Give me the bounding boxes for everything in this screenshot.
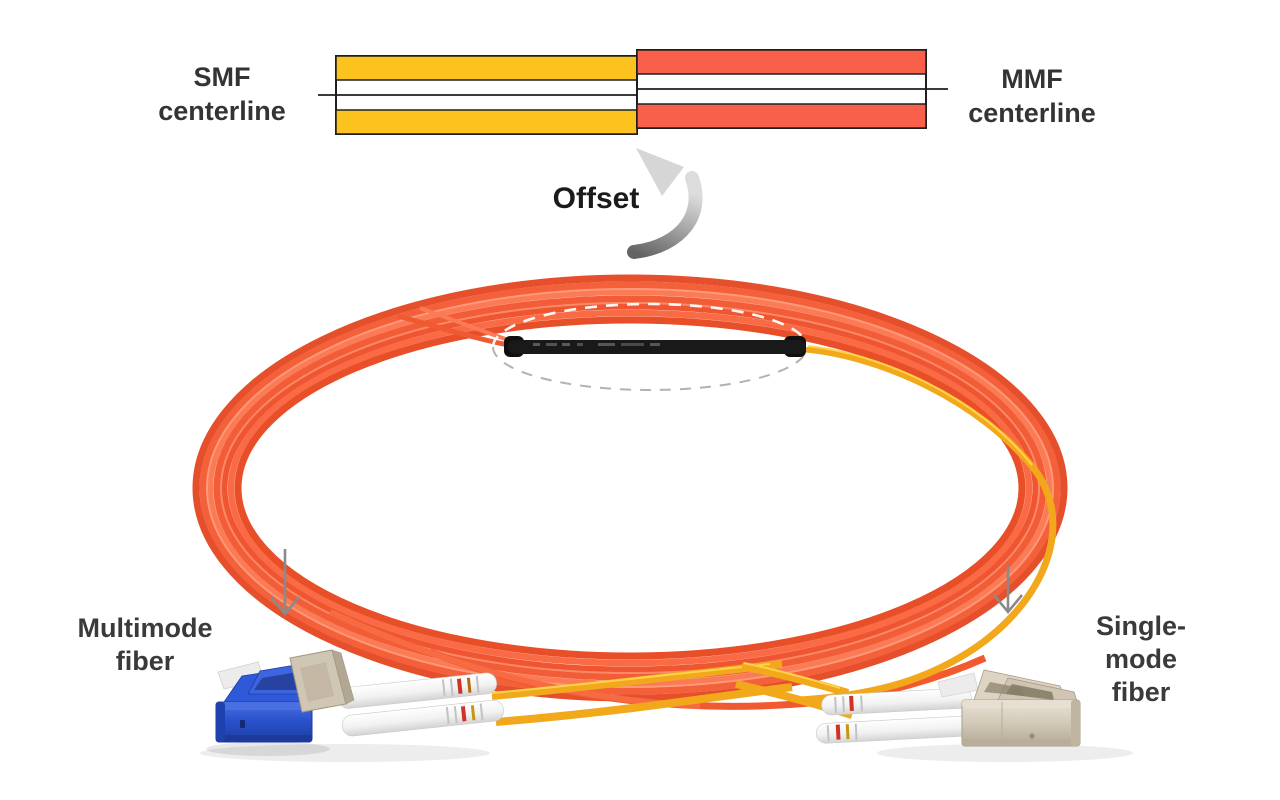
singlemode-fiber-strand (799, 345, 1057, 704)
connector-shadow (200, 744, 490, 762)
multimode-lc-connector (200, 649, 793, 762)
mmf-fiber-block (636, 49, 948, 129)
connector-shadow (206, 742, 330, 756)
splice-protection-sleeve (504, 336, 806, 357)
singlemode-lc-connector (735, 662, 1133, 762)
splice-highlight-ellipse (491, 302, 809, 391)
offset-curved-arrow-icon (627, 148, 703, 259)
offset-schematic (318, 49, 948, 259)
connector-shadow (877, 744, 1133, 762)
singlemode-fiber-label: Single-mode fiber (1095, 611, 1186, 707)
mmf-centerline-label: MMF centerline (968, 64, 1096, 128)
right-down-arrow-icon (992, 566, 1024, 615)
left-down-arrow-icon (269, 549, 301, 617)
multimode-fiber-label: Multimode fiber (77, 613, 213, 676)
offset-label: Offset (552, 182, 640, 215)
smf-fiber-block (318, 55, 638, 135)
smf-centerline-label: SMF centerline (158, 62, 286, 126)
